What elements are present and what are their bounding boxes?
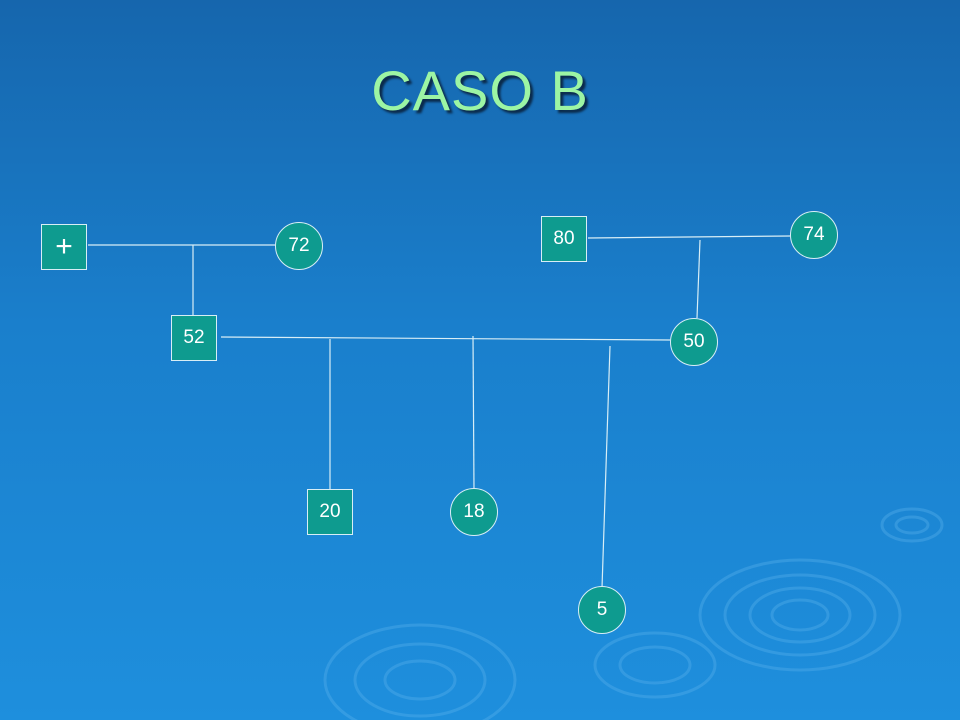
connector-52-50 bbox=[220, 336, 671, 341]
diagram-node-18: 18 bbox=[450, 488, 498, 536]
diagram-node-74: 74 bbox=[790, 211, 838, 259]
diagram-node-20: 20 bbox=[307, 489, 353, 535]
diagram-node-72: 72 bbox=[275, 222, 323, 270]
diagram-node-50: 50 bbox=[670, 318, 718, 366]
diagram-node-80: 80 bbox=[541, 216, 587, 262]
connector-branch-5 bbox=[601, 345, 611, 589]
page-title: CASO B bbox=[371, 59, 589, 122]
connector-branch-18 bbox=[472, 335, 475, 491]
connector-80-74 bbox=[587, 235, 791, 239]
diagram-node-5: 5 bbox=[578, 586, 626, 634]
diagram-node-plus: + bbox=[41, 224, 87, 270]
diagram-node-52: 52 bbox=[171, 315, 217, 361]
connector-split-50 bbox=[696, 239, 701, 319]
